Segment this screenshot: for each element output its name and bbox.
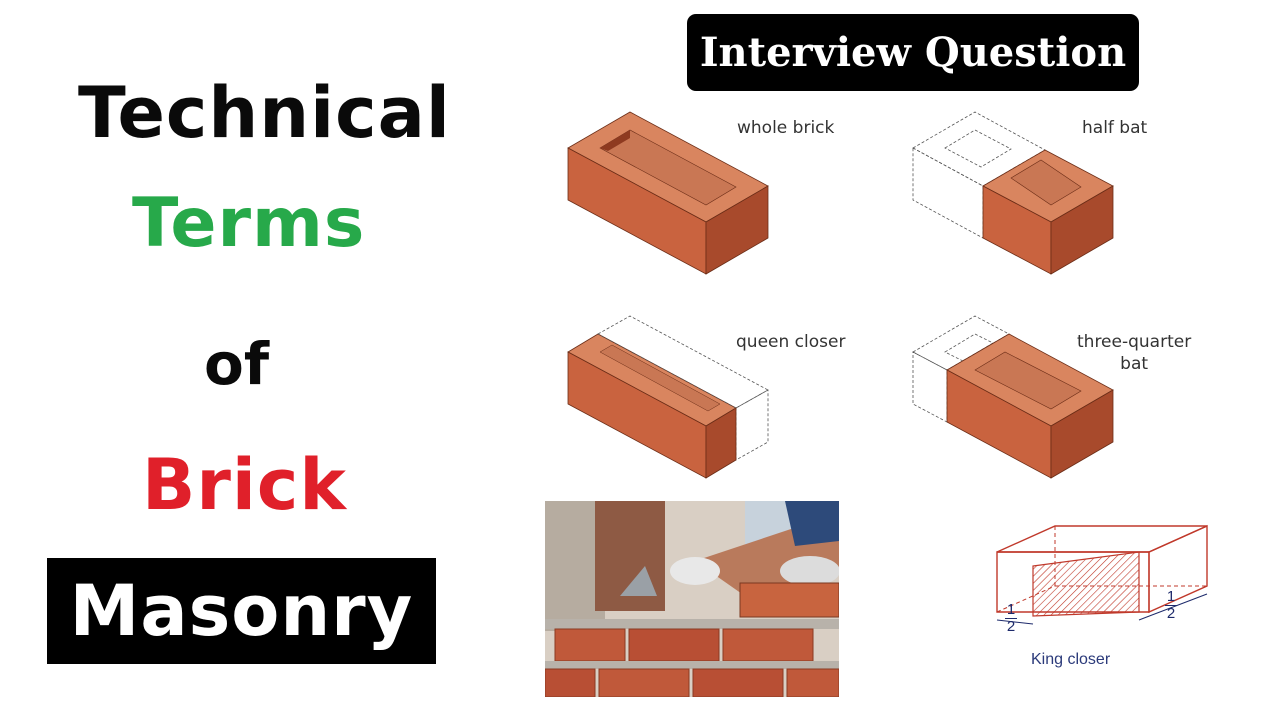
interview-question-badge: Interview Question <box>687 14 1139 91</box>
three-quarter-bat-illustration <box>912 315 1114 479</box>
three-quarter-label-line1: three-quarter <box>1077 332 1192 352</box>
bricklayer-photo-icon <box>545 501 839 697</box>
king-right-num: 1 <box>1166 588 1176 605</box>
interview-question-text: Interview Question <box>699 29 1127 76</box>
queen-closer-label: queen closer <box>736 332 846 352</box>
title-terms: Terms <box>132 184 366 263</box>
title-technical: Technical <box>78 72 451 154</box>
king-left-den: 2 <box>1006 618 1016 635</box>
king-left-num: 1 <box>1006 601 1016 618</box>
three-quarter-label-line2: bat <box>1120 354 1149 374</box>
half-bat-illustration <box>912 111 1114 275</box>
king-right-den: 2 <box>1166 605 1176 622</box>
queen-closer-illustration <box>567 315 769 479</box>
title-masonry-box: Masonry <box>47 558 436 664</box>
whole-brick-label: whole brick <box>737 118 835 138</box>
title-masonry: Masonry <box>69 570 414 652</box>
king-left-fraction: 1 2 <box>1005 601 1017 635</box>
half-bat-label: half bat <box>1082 118 1148 138</box>
king-closer-diagram <box>996 524 1208 625</box>
king-closer-label: King closer <box>1031 651 1111 668</box>
title-of: of <box>204 330 270 398</box>
three-quarter-bat-label: three-quarter bat <box>1077 331 1191 375</box>
whole-brick-illustration <box>567 111 769 275</box>
title-brick: Brick <box>142 444 347 526</box>
king-right-fraction: 1 2 <box>1165 588 1177 622</box>
